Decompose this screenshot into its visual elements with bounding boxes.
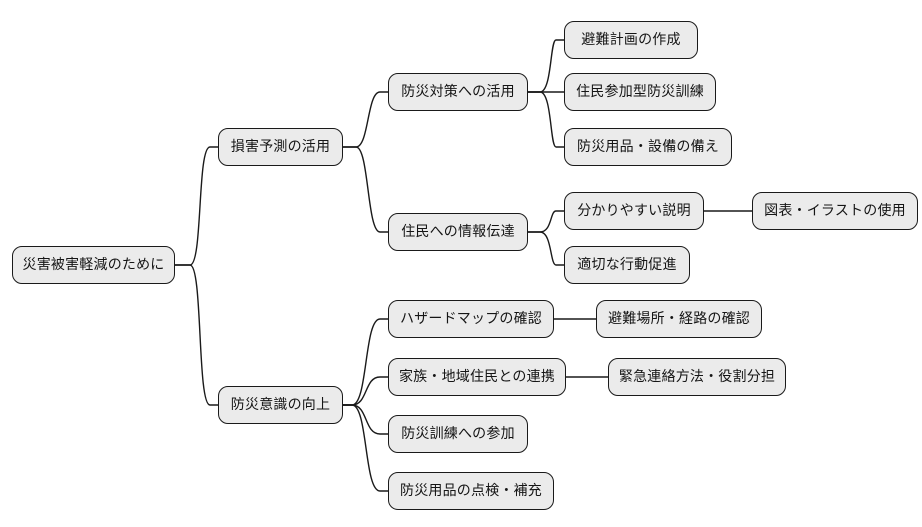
node-label: 防災用品・設備の備え [577, 139, 719, 155]
node-b1c1l2[interactable]: 住民参加型防災訓練 [564, 73, 716, 111]
node-label: 避難計画の作成 [581, 32, 681, 48]
node-label: 災害被害軽減のために [22, 257, 165, 273]
node-label: ハザードマップの確認 [400, 311, 542, 327]
node-b1c2l1[interactable]: 分かりやすい説明 [564, 192, 704, 230]
edge-b2-b2c3 [342, 404, 389, 435]
node-b2[interactable]: 防災意識の向上 [218, 386, 343, 424]
node-b1[interactable]: 損害予測の活用 [218, 128, 343, 166]
edge-root-b2 [174, 264, 219, 406]
node-b2c3[interactable]: 防災訓練への参加 [388, 415, 528, 453]
node-label: 避難場所・経路の確認 [608, 311, 750, 327]
node-b2c2a[interactable]: 緊急連絡方法・役割分担 [608, 358, 786, 396]
node-b2c4[interactable]: 防災用品の点検・補充 [388, 472, 554, 510]
node-b1c2[interactable]: 住民への情報伝達 [388, 213, 528, 251]
node-label: 適切な行動促進 [577, 257, 677, 273]
node-b2c1[interactable]: ハザードマップの確認 [388, 300, 554, 338]
node-label: 防災意識の向上 [230, 397, 331, 413]
edge-b2-b2c2 [342, 376, 389, 406]
edge-b1-b1c1 [342, 91, 389, 148]
node-b2c1a[interactable]: 避難場所・経路の確認 [596, 300, 762, 338]
edge-b1c2-b1c2l2 [527, 231, 565, 266]
node-label: 防災訓練への参加 [401, 426, 515, 442]
node-label: 家族・地域住民との連携 [398, 369, 556, 385]
node-b1c1l3[interactable]: 防災用品・設備の備え [564, 128, 732, 166]
node-label: 損害予測の活用 [230, 139, 331, 155]
edge-b2-b2c4 [342, 404, 389, 492]
edge-b1c1-b1c1l3 [527, 91, 565, 148]
node-label: 防災対策への活用 [401, 84, 515, 100]
node-b1c2l1a[interactable]: 図表・イラストの使用 [752, 192, 918, 230]
node-label: 住民への情報伝達 [401, 224, 515, 240]
node-label: 分かりやすい説明 [577, 203, 691, 219]
node-b1c1l1[interactable]: 避難計画の作成 [564, 21, 698, 59]
edge-b1c1-b1c1l1 [527, 39, 565, 93]
node-label: 緊急連絡方法・役割分担 [618, 369, 776, 385]
node-label: 図表・イラストの使用 [764, 203, 906, 219]
edge-b1-b1c2 [342, 146, 389, 233]
edge-b2-b2c1 [342, 318, 389, 406]
node-b1c1[interactable]: 防災対策への活用 [388, 73, 528, 111]
node-label: 住民参加型防災訓練 [576, 84, 704, 100]
edge-root-b1 [174, 146, 219, 266]
node-b1c2l2[interactable]: 適切な行動促進 [564, 246, 690, 284]
edge-b1c2-b1c2l1 [527, 210, 565, 233]
node-b2c2[interactable]: 家族・地域住民との連携 [388, 358, 566, 396]
node-root[interactable]: 災害被害軽減のために [12, 246, 175, 284]
node-label: 防災用品の点検・補充 [400, 483, 542, 499]
